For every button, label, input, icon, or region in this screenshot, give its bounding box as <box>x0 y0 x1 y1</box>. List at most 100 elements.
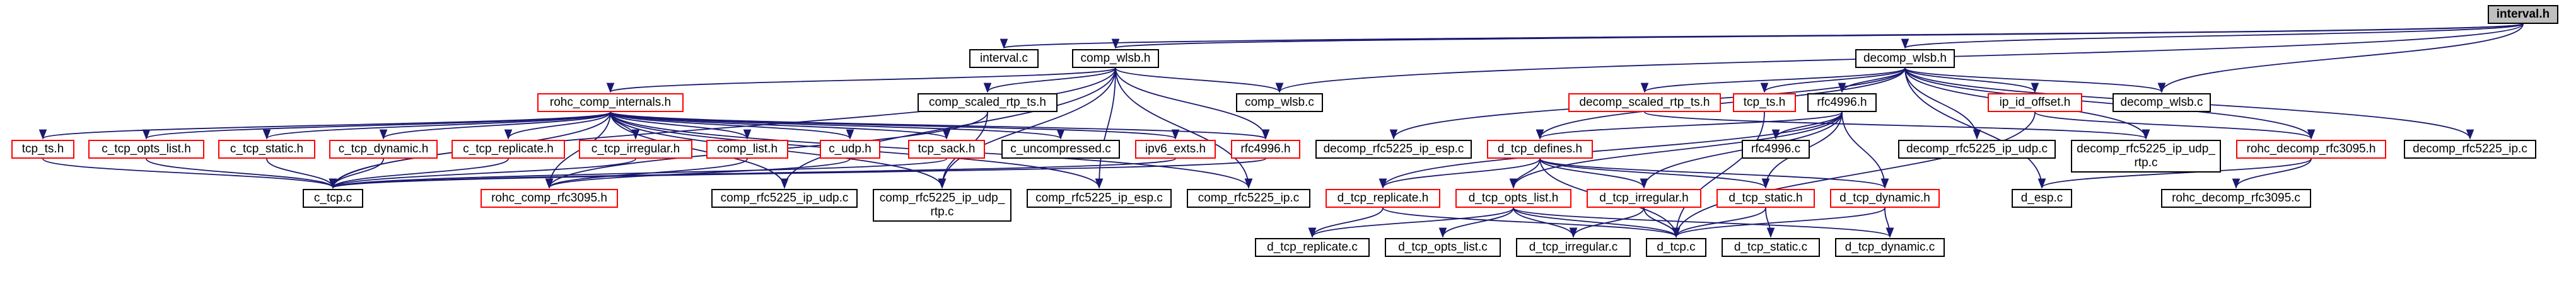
node-d_tcp_static_h[interactable]: d_tcp_static.h <box>1716 189 1815 208</box>
node-rfc4996_c[interactable]: rfc4996.c <box>1742 140 1810 159</box>
edge-rohc_comp_internals_h-c_tcp_replicate_h <box>504 111 611 140</box>
edge-rohc_comp_internals_h-c_udp_h <box>610 111 854 140</box>
edge-d_tcp_defines_h-d_tcp_static_h <box>1539 158 1770 189</box>
edge-comp_wlsb_h-comp_wlsb_c <box>1115 67 1284 93</box>
node-rohc_comp_rfc3095_h[interactable]: rohc_comp_rfc3095.h <box>481 189 618 208</box>
node-rohc_comp_internals_h[interactable]: rohc_comp_internals.h <box>537 93 684 112</box>
edge-decomp_wlsb_h-rohc_decomp_rfc3095_h <box>1904 67 2316 140</box>
edge-comp_wlsb_h-rohc_comp_internals_h <box>607 67 1116 93</box>
edge-d_tcp_opts_list_h-d_tcp_c <box>1513 207 1681 238</box>
edge-comp_wlsb_h-comp_scaled_rtp_ts_h <box>983 67 1116 93</box>
node-decomp_rfc5225_ip_udp_rtp_c[interactable]: decomp_rfc5225_ip_udp_rtp.c <box>2071 140 2221 173</box>
node-rfc4996_h_left[interactable]: rfc4996.h <box>1231 140 1300 159</box>
node-d_tcp_irregular_c[interactable]: d_tcp_irregular.c <box>1516 238 1631 257</box>
node-comp_rfc5225_ip_udp_rtp_c[interactable]: comp_rfc5225_ip_udp_rtp.c <box>873 189 1011 222</box>
node-d_tcp_opts_list_c[interactable]: d_tcp_opts_list.c <box>1385 238 1501 257</box>
node-c_uncompressed_c[interactable]: c_uncompressed.c <box>1001 140 1120 159</box>
node-comp_wlsb_c[interactable]: comp_wlsb.c <box>1236 93 1323 112</box>
node-c_tcp_c[interactable]: c_tcp.c <box>303 189 363 208</box>
edge-d_tcp_defines_h-d_tcp_replicate_h <box>1378 158 1541 189</box>
edge-d_tcp_dynamic_h-d_tcp_c <box>1672 207 1885 238</box>
edge-tcp_ts_h_left-c_tcp_c <box>42 158 337 189</box>
edge-rohc_comp_internals_h-ipv6_exts_h <box>610 111 1179 140</box>
edge-c_tcp_replicate_h-c_tcp_c <box>329 158 509 189</box>
node-d_tcp_replicate_h[interactable]: d_tcp_replicate.h <box>1326 189 1440 208</box>
node-c_tcp_replicate_h[interactable]: c_tcp_replicate.h <box>452 140 565 159</box>
node-comp_list_h[interactable]: comp_list.h <box>706 140 788 159</box>
node-rohc_decomp_rfc3095_c[interactable]: rohc_decomp_rfc3095.c <box>2161 189 2311 208</box>
edge-decomp_wlsb_h-d_tcp_defines_h <box>1536 67 1906 140</box>
edge-d_tcp_defines_h-d_tcp_opts_list_h <box>1509 158 1541 189</box>
edge-c_tcp_opts_list_h-c_tcp_c <box>146 158 337 189</box>
edge-comp_wlsb_h-comp_rfc5225_ip_udp_rtp_c <box>938 67 1116 189</box>
node-d_tcp_static_c[interactable]: d_tcp_static.c <box>1722 238 1820 257</box>
node-d_tcp_dynamic_h[interactable]: d_tcp_dynamic.h <box>1830 189 1940 208</box>
edge-rohc_comp_internals_h-comp_rfc5225_ip_udp_c <box>610 111 789 189</box>
node-ip_id_offset_h[interactable]: ip_id_offset.h <box>1988 93 2082 112</box>
edge-decomp_wlsb_h-ip_id_offset_h <box>1904 67 2039 93</box>
node-ipv6_exts_h[interactable]: ipv6_exts.h <box>1135 140 1216 159</box>
node-c_tcp_dynamic_h[interactable]: c_tcp_dynamic.h <box>329 140 438 159</box>
node-decomp_wlsb_h[interactable]: decomp_wlsb.h <box>1855 49 1955 68</box>
node-comp_rfc5225_ip_esp_c[interactable]: comp_rfc5225_ip_esp.c <box>1027 189 1172 208</box>
node-decomp_wlsb_c[interactable]: decomp_wlsb.c <box>2113 93 2211 112</box>
edge-interval_h-comp_wlsb_h <box>1112 23 2524 49</box>
node-rfc4996_h_right[interactable]: rfc4996.h <box>1807 93 1877 112</box>
node-comp_rfc5225_ip_udp_c[interactable]: comp_rfc5225_ip_udp.c <box>711 189 858 208</box>
node-d_tcp_irregular_h[interactable]: d_tcp_irregular.h <box>1587 189 1701 208</box>
edge-rfc4996_h_right-d_tcp_dynamic_h <box>1841 111 1889 189</box>
node-d_esp_c[interactable]: d_esp.c <box>2012 189 2072 208</box>
node-comp_rfc5225_ip_c[interactable]: comp_rfc5225_ip.c <box>1187 189 1310 208</box>
node-decomp_rfc5225_ip_esp_c[interactable]: decomp_rfc5225_ip_esp.c <box>1315 140 1472 159</box>
edge-rohc_decomp_rfc3095_h-rohc_decomp_rfc3095_c <box>2232 158 2312 189</box>
node-d_tcp_c[interactable]: d_tcp.c <box>1646 238 1706 257</box>
node-c_udp_h[interactable]: c_udp.h <box>820 140 880 159</box>
edge-d_tcp_dynamic_h-d_tcp_dynamic_c <box>1884 207 1894 238</box>
edge-ip_id_offset_h-rohc_decomp_rfc3095_h <box>2034 111 2315 140</box>
edge-comp_wlsb_h-comp_rfc5225_ip_udp_c <box>780 67 1116 189</box>
node-decomp_scaled_rtp_ts_h[interactable]: decomp_scaled_rtp_ts.h <box>1568 93 1721 112</box>
edge-d_tcp_replicate_h-d_tcp_c <box>1382 207 1681 238</box>
node-c_tcp_opts_list_h[interactable]: c_tcp_opts_list.h <box>88 140 204 159</box>
node-comp_wlsb_h[interactable]: comp_wlsb.h <box>1072 49 1159 68</box>
node-d_tcp_dynamic_c[interactable]: d_tcp_dynamic.c <box>1835 238 1945 257</box>
edge-rohc_comp_internals_h-c_tcp_opts_list_h <box>143 111 611 140</box>
edge-d_tcp_opts_list_h-d_tcp_dynamic_c <box>1513 207 1894 238</box>
edge-d_tcp_defines_h-d_tcp_irregular_h <box>1539 158 1648 189</box>
edge-ip_id_offset_h-d_tcp_c <box>1672 111 2036 238</box>
edge-rfc4996_h_left-c_tcp_c <box>329 158 1266 189</box>
edge-comp_wlsb_h-rfc4996_h_left <box>1115 67 1270 140</box>
node-decomp_rfc5225_ip_udp_c[interactable]: decomp_rfc5225_ip_udp.c <box>1898 140 2056 159</box>
node-rohc_decomp_rfc3095_h[interactable]: rohc_decomp_rfc3095.h <box>2236 140 2386 159</box>
node-decomp_rfc5225_ip_c[interactable]: decomp_rfc5225_ip.c <box>2404 140 2536 159</box>
edge-d_tcp_defines_h-d_tcp_dynamic_h <box>1539 158 1889 189</box>
edge-rohc_decomp_rfc3095_h-d_esp_c <box>2037 158 2312 189</box>
node-d_tcp_replicate_c[interactable]: d_tcp_replicate.c <box>1255 238 1370 257</box>
edge-interval_h-decomp_wlsb_c <box>2157 23 2524 93</box>
edge-tcp_ts_h_right-d_tcp_c <box>1672 111 1765 238</box>
node-d_tcp_defines_h[interactable]: d_tcp_defines.h <box>1487 140 1593 159</box>
edge-rfc4996_h_right-d_tcp_defines_h <box>1536 111 1843 140</box>
edge-rohc_comp_internals_h-c_tcp_static_h <box>263 111 611 140</box>
edge-d_tcp_irregular_h-d_tcp_irregular_c <box>1569 207 1645 238</box>
node-tcp_ts_h_right[interactable]: tcp_ts.h <box>1733 93 1796 112</box>
edge-rohc_comp_internals_h-rfc4996_h_left <box>610 111 1269 140</box>
edge-d_tcp_opts_list_h-d_tcp_opts_list_c <box>1438 207 1514 238</box>
node-c_tcp_irregular_h[interactable]: c_tcp_irregular.h <box>579 140 692 159</box>
node-interval_h[interactable]: interval.h <box>2488 5 2558 24</box>
node-comp_scaled_rtp_ts_h[interactable]: comp_scaled_rtp_ts.h <box>918 93 1058 112</box>
edge-rohc_comp_internals_h-comp_list_h <box>610 111 752 140</box>
node-tcp_ts_h_left[interactable]: tcp_ts.h <box>11 140 74 159</box>
node-interval_c[interactable]: interval.c <box>969 49 1039 68</box>
edge-rohc_comp_internals_h-tcp_sack_h <box>610 111 950 140</box>
node-d_tcp_opts_list_h[interactable]: d_tcp_opts_list.h <box>1455 189 1571 208</box>
edge-rohc_comp_internals_h-c_uncompressed_c <box>610 111 1064 140</box>
node-tcp_sack_h[interactable]: tcp_sack.h <box>908 140 985 159</box>
edge-rfc4996_h_right-rfc4996_c <box>1771 111 1843 140</box>
node-c_tcp_static_h[interactable]: c_tcp_static.h <box>218 140 315 159</box>
edge-d_tcp_static_h-d_tcp_static_c <box>1765 207 1775 238</box>
edge-tcp_sack_h-c_tcp_c <box>329 158 947 189</box>
edge-c_tcp_irregular_h-c_tcp_c <box>329 158 636 189</box>
